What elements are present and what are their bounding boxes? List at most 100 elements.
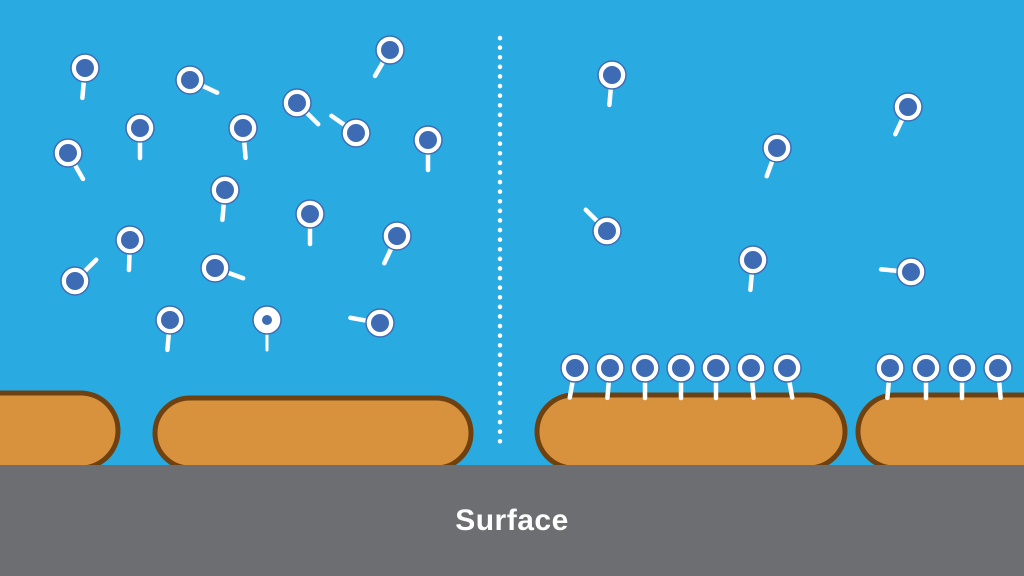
molecule-tail <box>764 157 776 179</box>
molecule-core <box>216 181 234 199</box>
free-molecule <box>413 125 443 173</box>
molecule-core <box>181 71 199 89</box>
molecule-tail <box>329 113 349 129</box>
molecule-tail <box>224 269 246 281</box>
free-molecule <box>125 113 155 161</box>
attached-molecule <box>736 353 766 401</box>
molecule-tail <box>607 84 614 108</box>
free-molecule <box>210 175 240 223</box>
surface-label: Surface <box>455 503 569 537</box>
molecule-core <box>566 359 584 377</box>
molecule-tail <box>748 269 755 293</box>
free-molecule <box>70 53 100 101</box>
molecule-tail <box>303 109 321 127</box>
molecule-core <box>881 359 899 377</box>
molecule-tail <box>605 377 612 401</box>
molecule-core <box>707 359 725 377</box>
free-molecule <box>155 305 185 353</box>
free-molecule <box>295 199 325 247</box>
surface-band: Surface <box>0 465 1024 576</box>
bacterium-rod <box>855 392 1024 471</box>
molecule-tail <box>885 377 892 401</box>
molecule-core <box>234 119 252 137</box>
free-molecule <box>893 92 923 137</box>
free-molecule <box>597 60 627 108</box>
attached-molecule <box>772 353 802 400</box>
molecule-core <box>288 94 306 112</box>
molecule-core <box>301 205 319 223</box>
molecule-core <box>917 359 935 377</box>
free-molecule <box>53 138 86 182</box>
molecule-core <box>768 139 786 157</box>
molecule-core <box>66 272 84 290</box>
free-molecule <box>115 225 145 273</box>
molecule-core <box>902 263 920 281</box>
bacterium-rod <box>152 395 474 471</box>
molecule-core <box>206 259 224 277</box>
molecule-core <box>59 144 77 162</box>
molecule-core <box>672 359 690 377</box>
free-molecule <box>348 308 395 338</box>
free-molecule <box>372 35 405 79</box>
molecule-tail <box>893 115 906 137</box>
molecule-core <box>953 359 971 377</box>
molecule-core <box>899 98 917 116</box>
molecule-core <box>76 59 94 77</box>
free-molecule <box>200 253 246 283</box>
free-molecule <box>228 113 258 161</box>
molecule-core <box>131 119 149 137</box>
molecule-tail <box>583 207 601 225</box>
molecule-core <box>388 227 406 245</box>
molecule-core <box>601 359 619 377</box>
free-molecule <box>329 113 371 148</box>
attached-molecule <box>701 353 731 401</box>
attached-molecule <box>911 353 941 401</box>
molecule-tail <box>567 377 576 400</box>
attached-molecule <box>595 353 625 401</box>
molecule-tail <box>382 244 395 266</box>
molecule-tail <box>220 199 227 223</box>
molecule-tail <box>878 267 902 274</box>
molecule-core <box>161 311 179 329</box>
molecule-tail <box>71 161 86 182</box>
molecule-core <box>598 222 616 240</box>
free-molecule <box>175 65 220 95</box>
free-molecule <box>762 133 792 179</box>
attached-molecule <box>947 353 977 401</box>
molecule-tail <box>348 315 371 324</box>
molecule-tail <box>80 77 87 101</box>
molecule-core <box>742 359 760 377</box>
attached-molecule <box>875 353 905 401</box>
molecule-core <box>603 66 621 84</box>
molecule-core <box>347 124 365 142</box>
molecule-tail <box>126 249 132 273</box>
attached-molecule <box>560 353 590 400</box>
molecule-tail <box>241 137 248 161</box>
molecule-tail <box>165 329 172 353</box>
free-molecule <box>878 257 926 287</box>
molecule-core <box>989 359 1007 377</box>
molecule-core <box>636 359 654 377</box>
molecule-core <box>262 315 272 325</box>
attached-molecule <box>666 353 696 401</box>
free-molecule <box>252 305 282 352</box>
molecule-core <box>371 314 389 332</box>
free-molecule <box>583 207 622 246</box>
molecule-core <box>778 359 796 377</box>
molecule-tail <box>996 377 1003 401</box>
molecule-tail <box>372 58 387 79</box>
molecule-core <box>121 231 139 249</box>
molecule-tail <box>81 257 99 275</box>
bacterium-rod <box>534 392 848 471</box>
molecule-tail <box>198 82 220 95</box>
molecule-core <box>419 131 437 149</box>
free-molecule <box>282 88 321 127</box>
molecule-core <box>381 41 399 59</box>
molecule-tail <box>786 377 795 400</box>
free-molecule <box>60 257 99 296</box>
bacterium-rod <box>0 390 121 471</box>
free-molecule <box>738 245 768 293</box>
attached-molecule <box>630 353 660 401</box>
molecule-tail <box>749 377 756 401</box>
